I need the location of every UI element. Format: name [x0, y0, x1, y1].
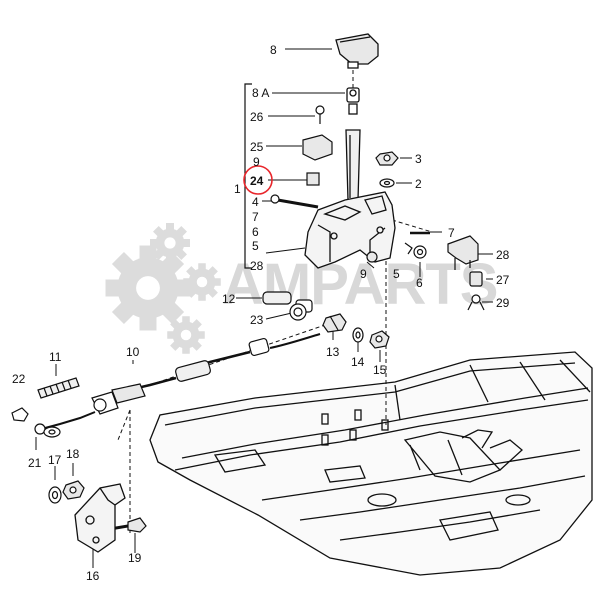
label-8: 8 — [270, 43, 277, 57]
label-28a: 28 — [250, 259, 264, 273]
label-12: 12 — [222, 292, 236, 306]
label-15: 15 — [373, 363, 387, 377]
parts-right-column — [366, 151, 485, 311]
label-22: 22 — [12, 372, 26, 386]
label-19: 19 — [128, 551, 142, 565]
label-7a: 7 — [252, 210, 259, 224]
label-10: 10 — [126, 345, 140, 359]
label-5b: 5 — [393, 267, 400, 281]
callout-labels: 8 8 A 26 25 9 24 1 4 7 6 5 28 12 23 3 2 … — [12, 43, 510, 583]
label-9b: 9 — [360, 267, 367, 281]
label-11: 11 — [49, 350, 62, 364]
leader-lines — [35, 48, 493, 568]
label-21: 21 — [28, 456, 42, 470]
label-17: 17 — [48, 453, 62, 467]
shift-lever — [345, 87, 361, 201]
label-2: 2 — [415, 177, 422, 191]
label-9a: 9 — [253, 155, 260, 169]
label-24: 24 — [250, 174, 264, 188]
highlight-circle — [243, 165, 273, 195]
shifter-housing — [304, 191, 396, 269]
cable-bracket — [74, 483, 126, 553]
parts-left-column — [262, 105, 333, 321]
label-4: 4 — [252, 195, 259, 209]
floor-pan — [149, 351, 593, 576]
label-29: 29 — [496, 296, 510, 310]
label-26: 26 — [250, 110, 264, 124]
watermark-text: AMPARTS — [222, 252, 497, 317]
label-14: 14 — [351, 355, 365, 369]
label-16: 16 — [86, 569, 100, 583]
label-5a: 5 — [252, 239, 259, 253]
label-28b: 28 — [496, 248, 510, 262]
spring — [37, 377, 80, 399]
label-6a: 6 — [252, 225, 259, 239]
label-25: 25 — [250, 140, 264, 154]
label-27: 27 — [496, 273, 510, 287]
parts-lower-middle — [322, 313, 390, 349]
label-13: 13 — [326, 345, 340, 359]
label-18: 18 — [66, 447, 80, 461]
label-3: 3 — [415, 152, 422, 166]
label-7b: 7 — [448, 226, 455, 240]
label-1: 1 — [234, 182, 241, 196]
label-6b: 6 — [416, 276, 423, 290]
shift-cable — [34, 333, 321, 435]
label-8a: 8 A — [252, 86, 269, 100]
watermark-logo: AMPARTS — [105, 223, 498, 354]
parts-left-lower — [11, 407, 147, 533]
shift-knob — [335, 33, 379, 69]
label-23: 23 — [250, 313, 264, 327]
